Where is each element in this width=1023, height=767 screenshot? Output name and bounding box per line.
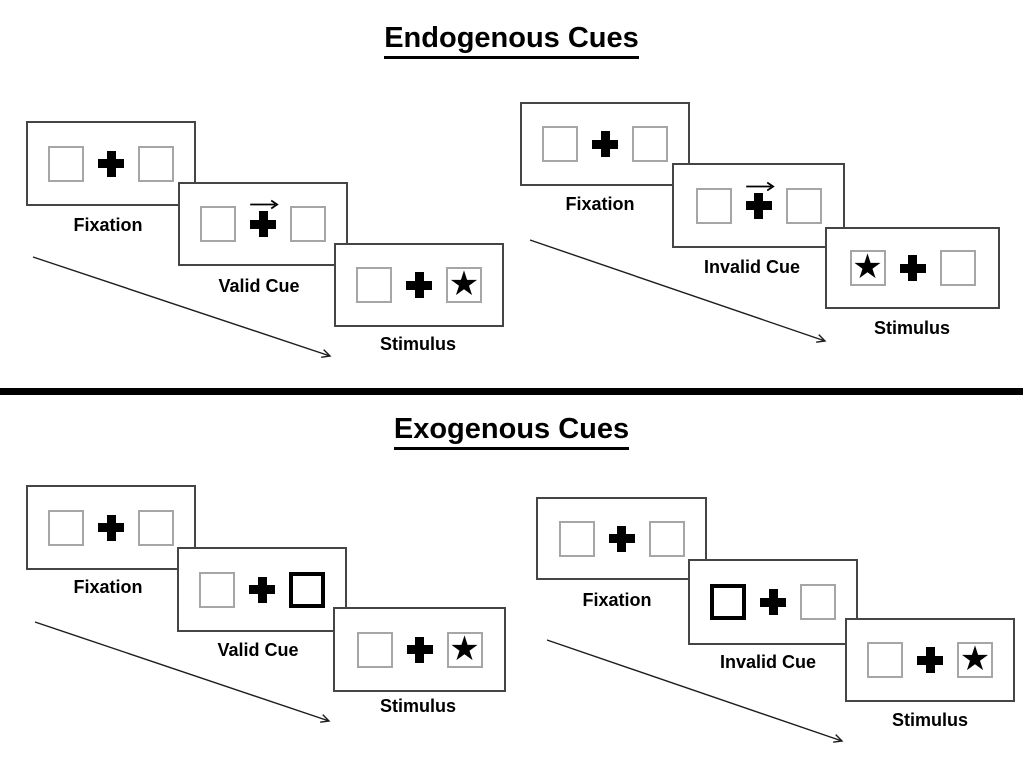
fixation-cross-icon — [760, 589, 786, 615]
sequence-arrow-endogenous-valid — [32, 256, 332, 358]
right-arrow-icon — [745, 181, 775, 191]
right-box — [138, 509, 174, 546]
panel-label-fixation: Fixation — [565, 194, 635, 214]
panel-endogenous-invalid-cue — [672, 163, 845, 248]
fixation-cross-icon — [608, 525, 635, 552]
right-box — [290, 206, 326, 242]
panel-endogenous-valid-stimulus: ★ — [334, 243, 504, 327]
left-box — [542, 126, 578, 162]
sequence-arrow-endogenous-invalid — [529, 239, 827, 343]
section-title-text: Endogenous Cues — [384, 22, 639, 59]
panel-exogenous-valid-stimulus: ★ — [333, 607, 506, 692]
panel-exogenous-invalid-stimulus: ★ — [845, 618, 1015, 702]
panel-label-invalid-cue: Invalid Cue — [703, 257, 801, 277]
right-box-target: ★ — [446, 267, 482, 303]
star-icon: ★ — [449, 628, 480, 669]
star-icon: ★ — [959, 639, 991, 679]
panel-exogenous-invalid-fixation — [536, 497, 707, 580]
right-box — [632, 126, 668, 162]
right-box-target: ★ — [957, 642, 993, 678]
section-title-endogenous: Endogenous Cues — [0, 22, 1023, 59]
section-title-exogenous: Exogenous Cues — [0, 413, 1023, 450]
panel-label-invalid-cue: Invalid Cue — [719, 652, 817, 672]
left-box — [48, 509, 84, 546]
panel-endogenous-invalid-fixation — [520, 102, 690, 186]
left-box — [695, 187, 732, 224]
panel-label-stimulus: Stimulus — [873, 318, 951, 338]
fixation-cross-icon — [899, 255, 926, 281]
left-box — [867, 642, 903, 678]
panel-exogenous-invalid-cue — [688, 559, 858, 645]
left-box — [558, 520, 595, 557]
panel-label-valid-cue: Valid Cue — [217, 640, 299, 660]
fixation-cross-icon — [592, 131, 618, 157]
right-box — [939, 250, 976, 286]
fixation-cross-with-cue — [745, 181, 775, 219]
panel-exogenous-valid-cue — [177, 547, 347, 632]
panel-label-valid-cue: Valid Cue — [218, 276, 300, 296]
right-arrow-icon — [250, 199, 279, 210]
panel-label-fixation: Fixation — [73, 577, 143, 597]
fixation-cross-icon — [98, 150, 124, 177]
panel-endogenous-valid-cue — [178, 182, 348, 266]
left-box — [356, 267, 392, 303]
right-box — [648, 520, 685, 557]
fixation-cross-icon — [917, 647, 943, 673]
panel-endogenous-valid-fixation — [26, 121, 196, 206]
section-divider — [0, 388, 1023, 395]
section-title-text: Exogenous Cues — [393, 413, 630, 450]
left-box-highlighted — [710, 584, 746, 620]
left-box — [356, 631, 393, 668]
fixation-cross-icon — [98, 514, 124, 541]
sequence-arrow-exogenous-valid — [34, 621, 331, 723]
left-box-target: ★ — [849, 247, 886, 287]
fixation-cross-icon — [745, 192, 772, 219]
fixation-cross-icon — [250, 211, 276, 237]
panel-label-stimulus: Stimulus — [379, 696, 457, 716]
left-box — [200, 206, 236, 242]
panel-label-fixation: Fixation — [582, 590, 652, 610]
panel-exogenous-valid-fixation — [26, 485, 196, 570]
panel-endogenous-invalid-stimulus: ★ — [825, 227, 1000, 309]
fixation-cross-with-cue — [250, 199, 279, 237]
panel-label-stimulus: Stimulus — [891, 710, 969, 730]
right-box — [138, 145, 174, 182]
star-icon: ★ — [852, 247, 883, 287]
right-box — [785, 187, 822, 224]
fixation-cross-icon — [406, 636, 433, 663]
right-box — [800, 584, 836, 620]
star-icon: ★ — [448, 264, 480, 304]
fixation-cross-icon — [406, 272, 432, 298]
left-box — [48, 145, 84, 182]
right-box-target: ★ — [446, 628, 483, 669]
panel-label-stimulus: Stimulus — [379, 334, 457, 354]
left-box — [199, 571, 235, 608]
right-box-highlighted — [289, 571, 325, 608]
fixation-cross-icon — [249, 576, 275, 603]
panel-label-fixation: Fixation — [73, 215, 143, 235]
